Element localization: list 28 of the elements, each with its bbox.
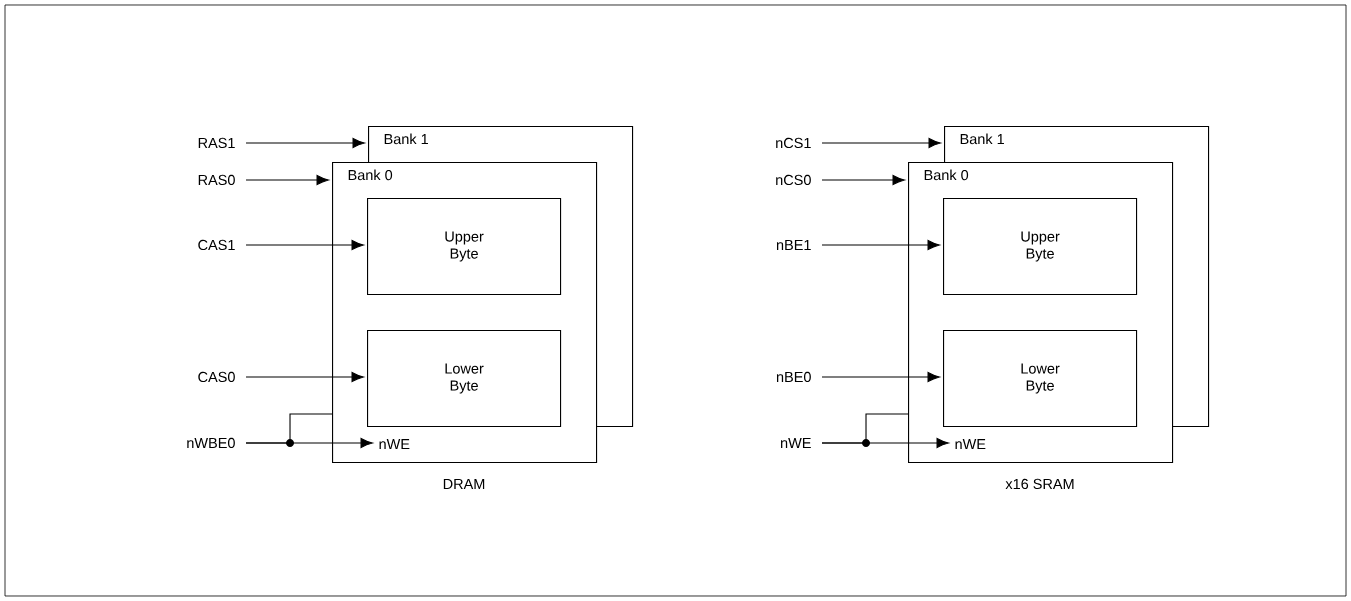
arrow <box>821 137 941 149</box>
memory-label: x16 SRAM <box>1005 478 1074 490</box>
arrow <box>821 239 940 251</box>
byte-box: Upper Byte <box>943 198 1138 296</box>
arrow <box>245 239 364 251</box>
pin-label: nWE <box>379 439 410 450</box>
pin-label: nWE <box>955 439 986 450</box>
branch-line <box>821 413 909 444</box>
branch-line <box>245 413 333 444</box>
byte-box: Lower Byte <box>943 330 1138 428</box>
signal-label: CAS0 <box>198 371 235 383</box>
signal-label: nBE1 <box>776 240 811 250</box>
signal-label: nBE0 <box>776 371 811 383</box>
signal-label: nCS1 <box>776 137 811 149</box>
signal-label: CAS1 <box>198 239 235 251</box>
arrow <box>245 371 364 383</box>
signal-label: RAS0 <box>198 174 235 186</box>
arrow <box>245 174 329 186</box>
arrow <box>821 174 905 186</box>
signal-label: nWBE0 <box>187 437 235 449</box>
signal-label: nWE <box>781 438 811 448</box>
signal-label: nCS0 <box>776 174 811 186</box>
byte-box: Upper Byte <box>367 198 562 296</box>
memory-label: DRAM <box>443 479 485 489</box>
signal-label: RAS1 <box>198 137 235 149</box>
arrow <box>821 371 940 383</box>
byte-box: Lower Byte <box>367 330 562 428</box>
arrow <box>245 137 365 149</box>
